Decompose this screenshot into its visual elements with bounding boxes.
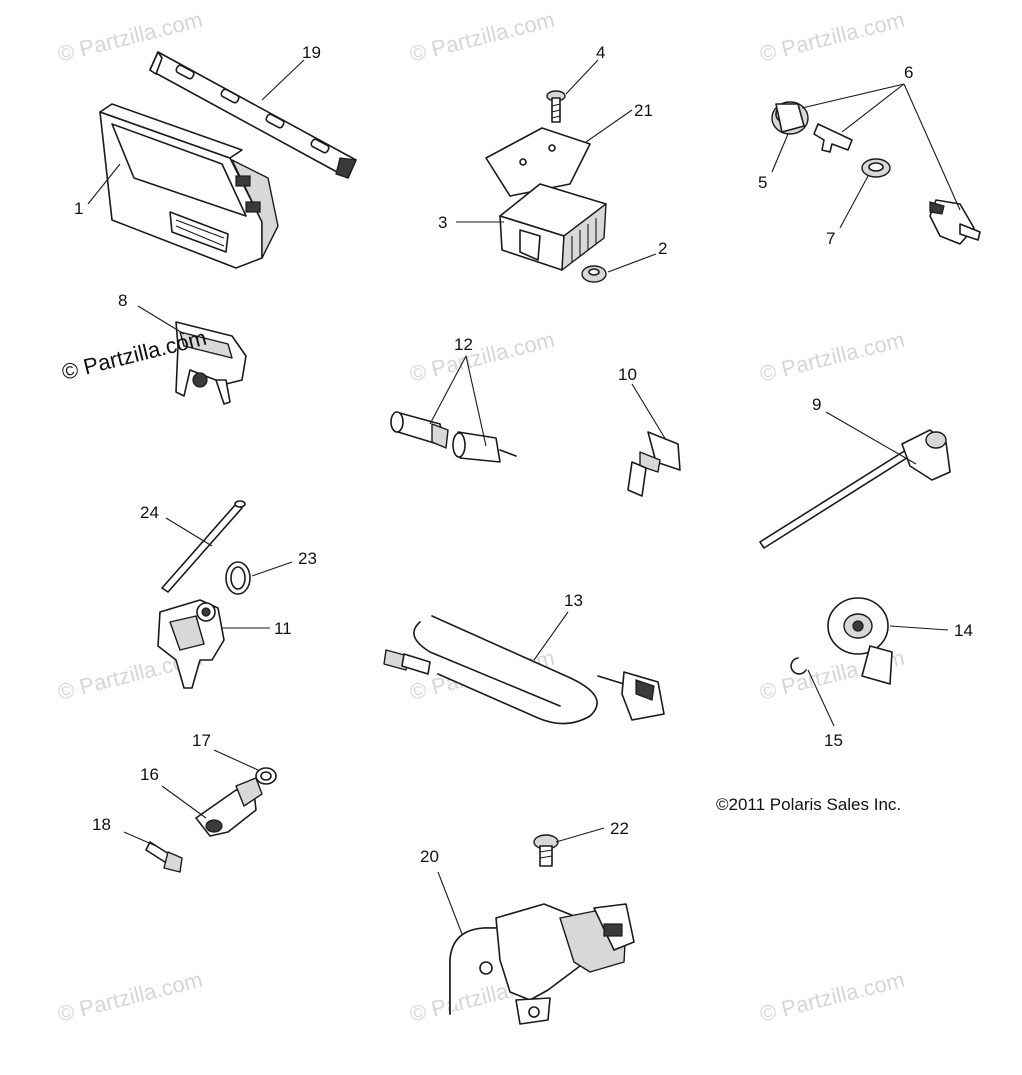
- callout-5: 5: [758, 173, 767, 192]
- part-8-sensor: [175, 321, 247, 405]
- callout-24: 24: [140, 503, 159, 522]
- part-11-tps: [157, 599, 225, 689]
- watermark: © Partzilla.com: [55, 7, 205, 67]
- callouts: 1 19 8 4 21 3 2 6 5 7 12 10 9 24 23 11 1…: [74, 43, 973, 866]
- callout-15: 15: [824, 731, 843, 750]
- part-13-harness: [383, 615, 665, 725]
- callout-16: 16: [140, 765, 159, 784]
- part-23-oring: [225, 561, 251, 595]
- watermark: © Partzilla.com: [55, 967, 205, 1027]
- callout-23: 23: [298, 549, 317, 568]
- watermark: © Partzilla.com: [757, 967, 907, 1027]
- part-7-seal: [861, 158, 891, 178]
- part-24-rod: [161, 500, 246, 593]
- callout-10: 10: [618, 365, 637, 384]
- callout-3: 3: [438, 213, 447, 232]
- part-21-cover: [485, 127, 591, 197]
- callout-14: 14: [954, 621, 973, 640]
- callout-9: 9: [812, 395, 821, 414]
- callout-13: 13: [564, 591, 583, 610]
- callout-1: 1: [74, 199, 83, 218]
- part-22-screw: [533, 834, 559, 867]
- callout-12: 12: [454, 335, 473, 354]
- part-5-grommet: [771, 101, 809, 135]
- part-15-clip: [790, 657, 807, 675]
- part-1-ecu: [99, 103, 279, 269]
- callout-20: 20: [420, 847, 439, 866]
- part-4-screw: [546, 90, 566, 123]
- part-9-probe-sensor: [759, 429, 951, 549]
- part-14-knock-sensor: [827, 597, 893, 685]
- callout-17: 17: [192, 731, 211, 750]
- callout-11: 11: [274, 619, 292, 638]
- callout-19: 19: [302, 43, 321, 62]
- part-18-bolt: [145, 841, 183, 873]
- callout-18: 18: [92, 815, 111, 834]
- part-6-connector: [929, 199, 981, 245]
- part-10-temp-sensor: [627, 431, 681, 497]
- callout-8: 8: [118, 291, 127, 310]
- callout-21: 21: [634, 101, 653, 120]
- part-17-washer: [255, 767, 277, 785]
- watermark: © Partzilla.com: [757, 327, 907, 387]
- watermark: © Partzilla.com: [407, 327, 557, 387]
- leader-lines: [87, 59, 961, 935]
- part-2-nut: [581, 265, 607, 283]
- part-19-bracket: [149, 51, 357, 179]
- part-12-fuses: [390, 411, 517, 463]
- part-16-speed-sensor: [195, 777, 263, 837]
- callout-7: 7: [826, 229, 835, 248]
- part-6-clip: [813, 123, 853, 153]
- callout-6: 6: [904, 63, 913, 82]
- callout-2: 2: [658, 239, 667, 258]
- watermark: © Partzilla.com: [407, 7, 557, 67]
- part-20-valve: [449, 903, 635, 1025]
- callout-4: 4: [596, 43, 605, 62]
- copyright-text: ©2011 Polaris Sales Inc.: [716, 795, 901, 814]
- callout-22: 22: [610, 819, 629, 838]
- part-3-regulator: [499, 183, 607, 271]
- watermark: © Partzilla.com: [757, 7, 907, 67]
